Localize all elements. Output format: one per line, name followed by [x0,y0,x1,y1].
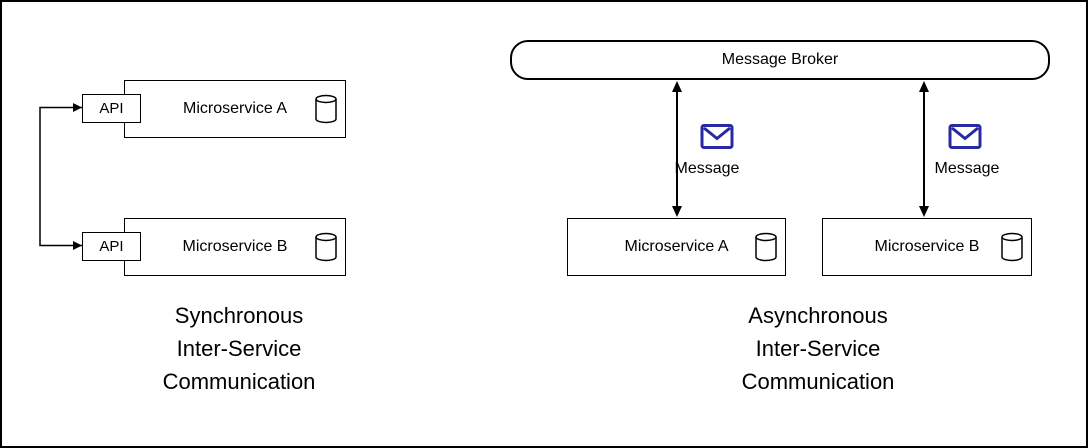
message-broker-box: Message Broker [510,40,1050,80]
caption-line: Inter-Service [755,336,881,361]
microservice-b-box-async: Microservice B [822,218,1032,276]
api-box-b: API [82,232,141,261]
api-box-a: API [82,94,141,123]
async-arrow-left [672,81,682,217]
microservice-b-box-sync: Microservice B [124,218,346,276]
sync-elbow-arrow [39,103,82,250]
caption-line: Asynchronous [748,303,888,328]
microservice-b-label: Microservice B [874,238,980,255]
async-caption: Asynchronous Inter-Service Communication [678,299,958,398]
message-label: Message [674,160,740,177]
microservice-a-box-sync: Microservice A [124,80,346,138]
database-icon [315,232,337,262]
caption-line: Communication [162,369,316,394]
microservice-a-label: Microservice A [182,100,288,117]
async-arrow-right [919,81,929,217]
microservice-a-label: Microservice A [624,238,729,255]
message-broker-label: Message Broker [721,51,839,68]
microservice-a-box-async: Microservice A [567,218,786,276]
caption-line: Synchronous [174,303,304,328]
envelope-icon [948,124,982,149]
sync-caption: Synchronous Inter-Service Communication [99,299,379,398]
api-label: API [99,100,124,117]
database-icon [315,94,337,124]
envelope-icon [700,124,734,149]
message-label: Message [934,160,1000,177]
api-label: API [99,238,124,255]
database-icon [1001,232,1023,262]
microservice-b-label: Microservice B [182,238,288,255]
caption-line: Communication [741,369,895,394]
caption-line: Inter-Service [176,336,302,361]
database-icon [755,232,777,262]
